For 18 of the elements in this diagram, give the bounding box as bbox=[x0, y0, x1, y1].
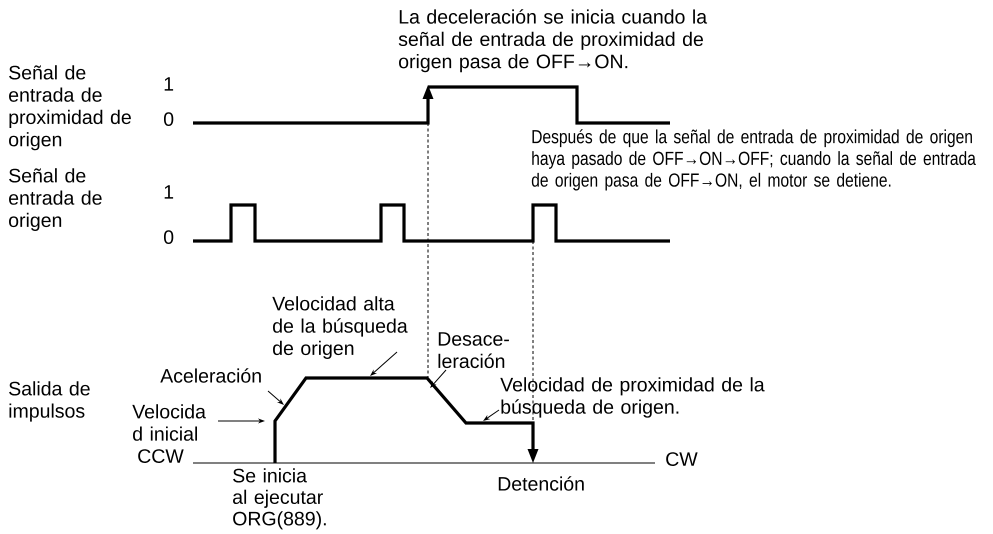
direction-label: CCW bbox=[138, 449, 184, 463]
callout-text: Velocidad de proximidad de la búsqueda de origen. bbox=[500, 377, 765, 418]
level-label: 0 bbox=[164, 230, 174, 244]
callout-text: Desace- leración bbox=[438, 332, 509, 368]
level-label: 0 bbox=[164, 112, 174, 126]
note-text: Detención bbox=[498, 476, 584, 491]
callout-text: Aceleración bbox=[160, 368, 261, 383]
signal-name: Salida de impulsos bbox=[9, 381, 90, 422]
level-label: 1 bbox=[164, 77, 174, 91]
note-text: Se inicia al ejecutar ORG(889). bbox=[233, 468, 326, 530]
note-text: Después de que la señal de entrada de proximidad de origen haya pasado de OFF→ON→OFF; cuando la señal de entrada de origen pasa de OFF→ON, el motor se detiene. bbox=[532, 129, 976, 191]
signal-name: Señal de entrada de origen bbox=[9, 168, 102, 231]
level-label: 1 bbox=[164, 185, 174, 199]
signal-name: Señal de entrada de proximidad de origen bbox=[9, 65, 131, 150]
callout-text: Velocida d inicial bbox=[132, 404, 206, 441]
callout-text: Velocidad alta de la búsqueda de origen bbox=[272, 296, 408, 359]
direction-label: CW bbox=[666, 452, 698, 466]
note-text: La deceleración se inicia cuando la señal de entrada de proximidad de origen pasa de OFF→ON. bbox=[398, 9, 708, 72]
